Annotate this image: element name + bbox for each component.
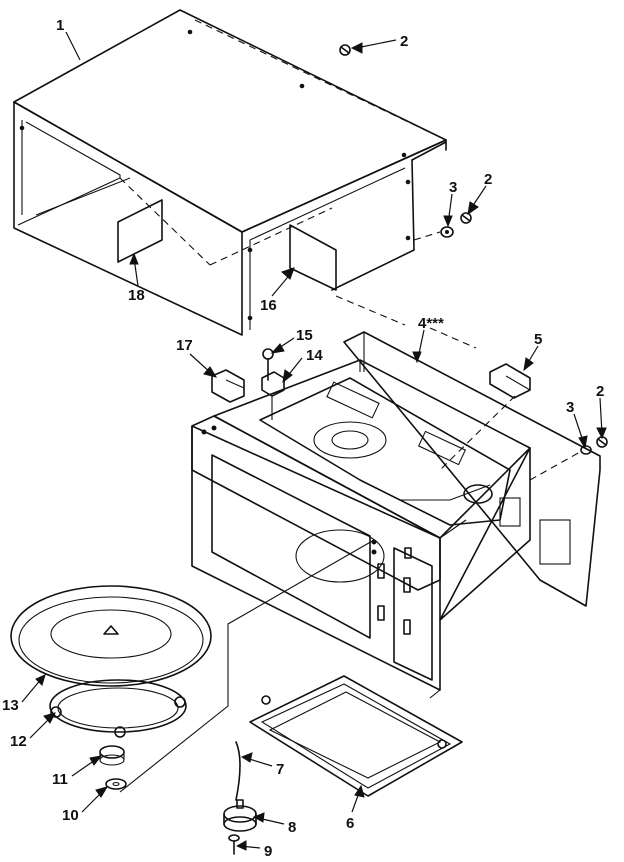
part-11-coupler — [99, 745, 125, 766]
callout-16: 16 — [260, 297, 277, 314]
callout-13: 13 — [2, 697, 19, 714]
callout-2-lower: 2 — [596, 383, 604, 400]
callout-4: 4*** — [418, 315, 444, 332]
part-13-glass-tray — [10, 585, 212, 687]
callout-6: 6 — [346, 815, 354, 832]
callout-12: 12 — [10, 733, 27, 750]
callout-7: 7 — [276, 761, 284, 778]
washer-3-upper — [440, 226, 454, 238]
part-15-screw — [262, 348, 274, 381]
part-8-motor — [223, 799, 257, 832]
part-9-screw — [228, 834, 240, 855]
part-7-wire — [235, 741, 241, 801]
part-17-latch — [211, 369, 245, 403]
callout-labels: 1 2 3 2 18 16 4*** 5 17 15 14 3 2 13 12 … — [2, 17, 604, 860]
part-14-clip — [261, 371, 285, 420]
callout-10: 10 — [62, 807, 79, 824]
part-18-plate — [117, 199, 163, 263]
oven-cavity-chassis — [191, 331, 601, 699]
part-10-washer — [105, 778, 127, 790]
part-12-roller-ring — [49, 679, 187, 738]
callout-1: 1 — [56, 17, 64, 34]
part-5-bracket — [439, 363, 531, 471]
callout-3-lower: 3 — [566, 399, 574, 416]
callout-3-upper: 3 — [449, 179, 457, 196]
part-6-door-choke — [249, 675, 463, 797]
washer-3-lower — [580, 445, 592, 455]
outer-cabinet-wrapper — [13, 9, 447, 336]
callout-9: 9 — [264, 843, 272, 860]
callout-8: 8 — [288, 819, 296, 836]
screw-2-mid — [460, 212, 472, 224]
callout-5: 5 — [534, 331, 542, 348]
callout-11: 11 — [52, 771, 68, 788]
callout-2-top: 2 — [400, 33, 408, 50]
callout-17: 17 — [176, 337, 193, 354]
callout-15: 15 — [296, 327, 313, 344]
part-16-plate — [289, 224, 337, 291]
leader-lines — [21, 31, 607, 851]
callout-18: 18 — [128, 287, 145, 304]
callout-14: 14 — [306, 347, 323, 364]
callout-2-mid: 2 — [484, 171, 492, 188]
screw-2-upper — [339, 44, 351, 56]
